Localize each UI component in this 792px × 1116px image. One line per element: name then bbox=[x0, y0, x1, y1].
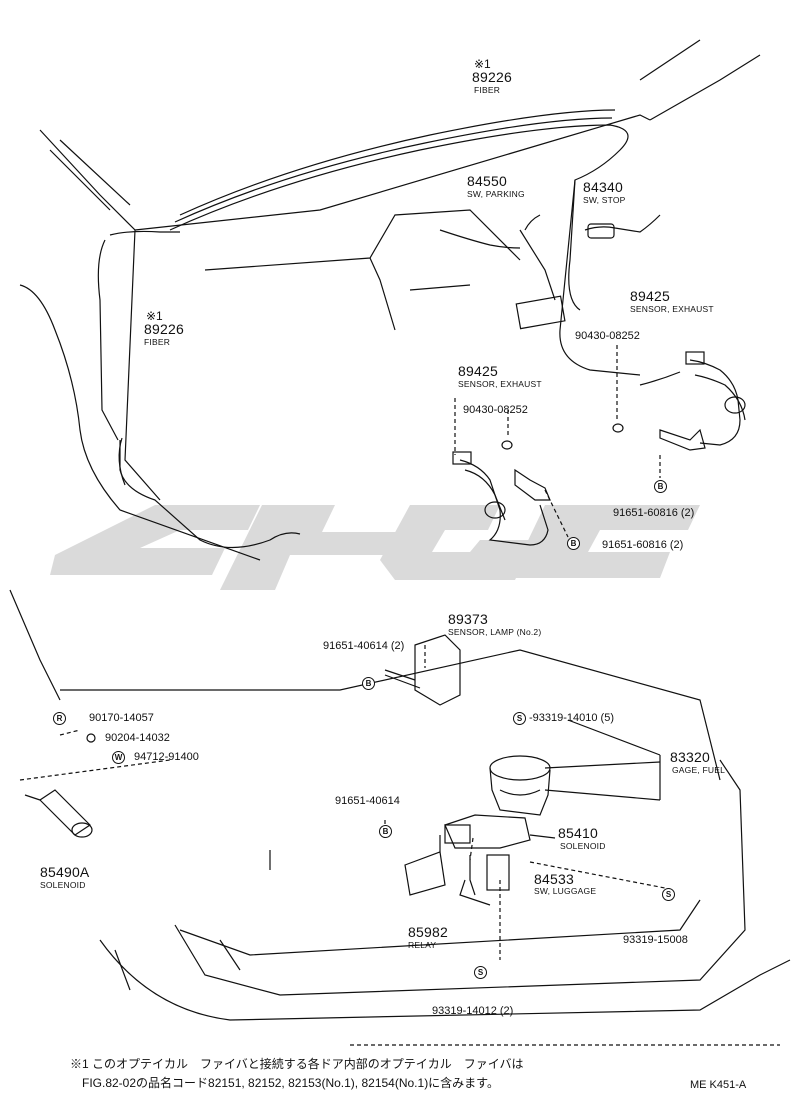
gage-fuel-number: 83320 bbox=[670, 749, 710, 765]
screw-14012-mark: S bbox=[474, 966, 487, 979]
sensor-lamp-number: 89373 bbox=[448, 611, 488, 627]
washer-94712-number: 94712-91400 bbox=[134, 751, 199, 763]
screw-15008-number: 93319-15008 bbox=[623, 934, 688, 946]
sensor-exhaust-r-number: 89425 bbox=[630, 288, 670, 304]
nut-r-mark: B bbox=[654, 480, 667, 493]
relay-desc: RELAY bbox=[408, 940, 437, 950]
fiber-left-desc: FIBER bbox=[144, 337, 171, 347]
sensor-exhaust-r-desc: SENSOR, EXHAUST bbox=[630, 304, 714, 314]
sw-parking-desc: SW, PARKING bbox=[467, 189, 525, 199]
sw-parking-number: 84550 bbox=[467, 173, 507, 189]
fiber-top-desc: FIBER bbox=[474, 85, 501, 95]
solenoid-85490a-number: 85490A bbox=[40, 864, 90, 880]
screw-14012-number: 93319-14012 (2) bbox=[432, 1005, 514, 1017]
drawing-lines bbox=[9, 39, 791, 1046]
bolt-solenoid-number: 91651-40614 bbox=[335, 795, 400, 807]
bolt-lamp-number: 91651-40614 (2) bbox=[323, 640, 405, 652]
sw-stop-desc: SW, STOP bbox=[583, 195, 626, 205]
bolt-solenoid-mark: B bbox=[379, 825, 392, 838]
solenoid-85490a-desc: SOLENOID bbox=[40, 880, 86, 890]
fiber-top-mark: ※1 bbox=[474, 57, 491, 71]
sw-luggage-desc: SW, LUGGAGE bbox=[534, 886, 597, 896]
solenoid-85410-desc: SOLENOID bbox=[560, 841, 606, 851]
sensor-exhaust-c-desc: SENSOR, EXHAUST bbox=[458, 379, 542, 389]
bolt-r-number: 90430-08252 bbox=[575, 330, 640, 342]
solenoid-85410-number: 85410 bbox=[558, 825, 598, 841]
bolt-c-number: 90430-08252 bbox=[463, 404, 528, 416]
nut-c-number: 91651-60816 (2) bbox=[602, 539, 684, 551]
screw-gage-mark: S bbox=[513, 712, 526, 725]
sw-stop-number: 84340 bbox=[583, 179, 623, 195]
nut-r-number: 91651-60816 (2) bbox=[613, 507, 695, 519]
fiber-top-number: 89226 bbox=[472, 69, 512, 85]
nut-c-mark: B bbox=[567, 537, 580, 550]
nut-90170-mark: R bbox=[53, 712, 66, 725]
screw-gage-number: -93319-14010 (5) bbox=[529, 712, 615, 724]
footnote-line-2: FIG.82-02の品名コード82151, 82152, 82153(No.1)… bbox=[82, 1076, 499, 1090]
nut-90170-number: 90170-14057 bbox=[89, 712, 154, 724]
figure-code: ME K451-A bbox=[690, 1079, 747, 1091]
sw-luggage-number: 84533 bbox=[534, 871, 574, 887]
washer-94712-mark: W bbox=[112, 751, 125, 764]
watermark-logo bbox=[50, 505, 700, 590]
fiber-left-mark: ※1 bbox=[146, 309, 163, 323]
relay-number: 85982 bbox=[408, 924, 448, 940]
screw-15008-mark: S bbox=[662, 888, 675, 901]
footnote-line-1: ※1 このオプテイカル ファイバと接続する各ドア内部のオプテイカル ファイバは bbox=[70, 1057, 524, 1071]
bolt-lamp-mark: B bbox=[362, 677, 375, 690]
gage-fuel-desc: GAGE, FUEL bbox=[672, 765, 726, 775]
fiber-left-number: 89226 bbox=[144, 321, 184, 337]
sensor-lamp-desc: SENSOR, LAMP (No.2) bbox=[448, 627, 542, 637]
sensor-exhaust-c-number: 89425 bbox=[458, 363, 498, 379]
washer-90204-number: 90204-14032 bbox=[105, 732, 170, 744]
